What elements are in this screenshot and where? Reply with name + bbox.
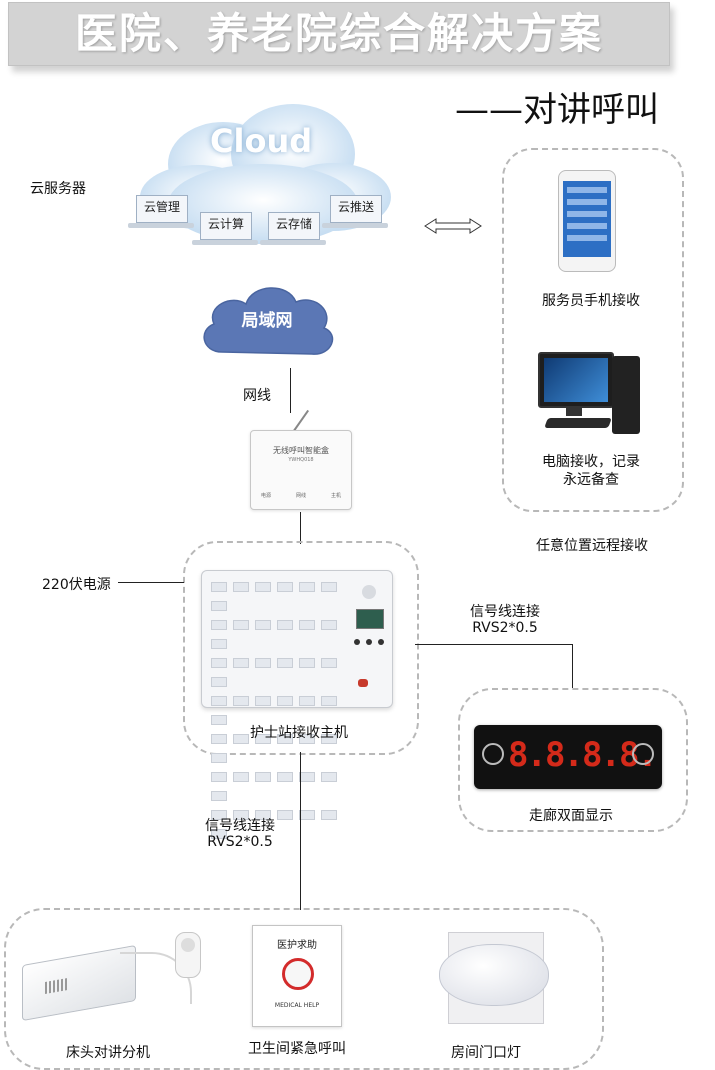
laptop-cloud-compute: 云计算 (200, 212, 252, 240)
laptop-cloud-push: 云推送 (330, 195, 382, 223)
nurse-station-host (201, 570, 393, 839)
connector-line (300, 512, 301, 544)
cloud-illustration: Cloud (128, 92, 398, 260)
nurse-station-group (183, 541, 419, 755)
lan-label: 局域网 (241, 311, 293, 331)
host-speaker (362, 585, 376, 599)
smart-box-port-label: 电源 (261, 493, 272, 499)
call-icon (482, 743, 504, 765)
door-light-label: 房间门口灯 (451, 1045, 521, 1061)
phone-receive-label: 服务员手机接收 (542, 293, 640, 309)
smart-box-device: 无线呼叫智能盒 YWHQ018 电源 网线 主机 (250, 430, 352, 510)
cloud-icon (140, 104, 391, 244)
pc-tower (612, 356, 640, 434)
network-cable-label: 网线 (243, 388, 271, 404)
door-light-lamp (439, 944, 549, 1006)
power-label: 220伏电源 (42, 577, 111, 593)
smart-box-name: 无线呼叫智能盒 (273, 446, 329, 455)
call-handset (175, 932, 201, 978)
remote-receivers-group (502, 148, 684, 512)
emergency-call-button (282, 958, 314, 990)
emergency-sign-bottom: MEDICAL HELP (274, 1002, 320, 1009)
cloud-logo-text: Cloud (210, 122, 313, 160)
page-subtitle: ——对讲呼叫 (455, 90, 659, 130)
page-title: 医院、养老院综合解决方案 (74, 9, 603, 58)
pc-monitor (538, 352, 614, 408)
phone-screen (563, 181, 611, 257)
connector-line (290, 368, 291, 413)
cloud-server-label: 云服务器 (30, 181, 86, 197)
laptop-base (322, 223, 388, 228)
no-smoking-icon (632, 743, 654, 765)
lan-cloud-icon (203, 287, 334, 355)
phone-device (558, 170, 616, 272)
signal-line-right (415, 644, 573, 645)
bedside-unit-label: 床头对讲分机 (66, 1045, 150, 1061)
signal-down-label-2: RVS2*0.5 (207, 834, 273, 850)
emergency-sign-top: 医护求助 (277, 940, 317, 951)
signal-down-label-1: 信号线连接 (205, 818, 275, 834)
host-control-buttons (354, 639, 384, 645)
signal-line-right-drop (572, 644, 573, 688)
power-line (118, 582, 184, 583)
remote-anywhere-label: 任意位置远程接收 (536, 538, 648, 554)
smart-box-model: YWHQ018 (288, 457, 314, 463)
corridor-display-device: 8.8. 8.8. (474, 725, 662, 789)
smart-box-port-label: 网线 (295, 493, 306, 499)
host-button-grid (208, 577, 348, 843)
pc-keyboard (544, 418, 612, 428)
pc-stand (566, 406, 582, 416)
emergency-button-label: 卫生间紧急呼叫 (248, 1041, 346, 1057)
pc-receive-label-line1: 电脑接收，记录 (542, 454, 640, 470)
laptop-cloud-storage: 云存储 (268, 212, 320, 240)
nurse-station-label: 护士站接收主机 (250, 725, 348, 741)
header-banner: 医院、养老院综合解决方案 (8, 2, 670, 66)
host-lcd-screen (356, 609, 384, 629)
signal-right-label-2: RVS2*0.5 (472, 620, 538, 636)
corridor-display-label: 走廊双面显示 (529, 808, 613, 824)
display-digits-left: 8.8. (508, 735, 584, 775)
smart-box-port-label: 主机 (330, 493, 341, 499)
pc-receive-label-line2: 永远备查 (563, 472, 619, 488)
terminal-devices-group (4, 908, 604, 1070)
corridor-display-group (458, 688, 688, 832)
laptop-base (128, 223, 194, 228)
signal-line-down (300, 752, 301, 910)
double-arrow-icon (424, 218, 482, 234)
laptop-cloud-manage: 云管理 (136, 195, 188, 223)
signal-right-label-1: 信号线连接 (470, 604, 540, 620)
host-brand-badge (358, 679, 368, 687)
laptop-base (192, 240, 258, 245)
laptop-base (260, 240, 326, 245)
emergency-button-device: 医护求助 MEDICAL HELP (252, 925, 342, 1027)
